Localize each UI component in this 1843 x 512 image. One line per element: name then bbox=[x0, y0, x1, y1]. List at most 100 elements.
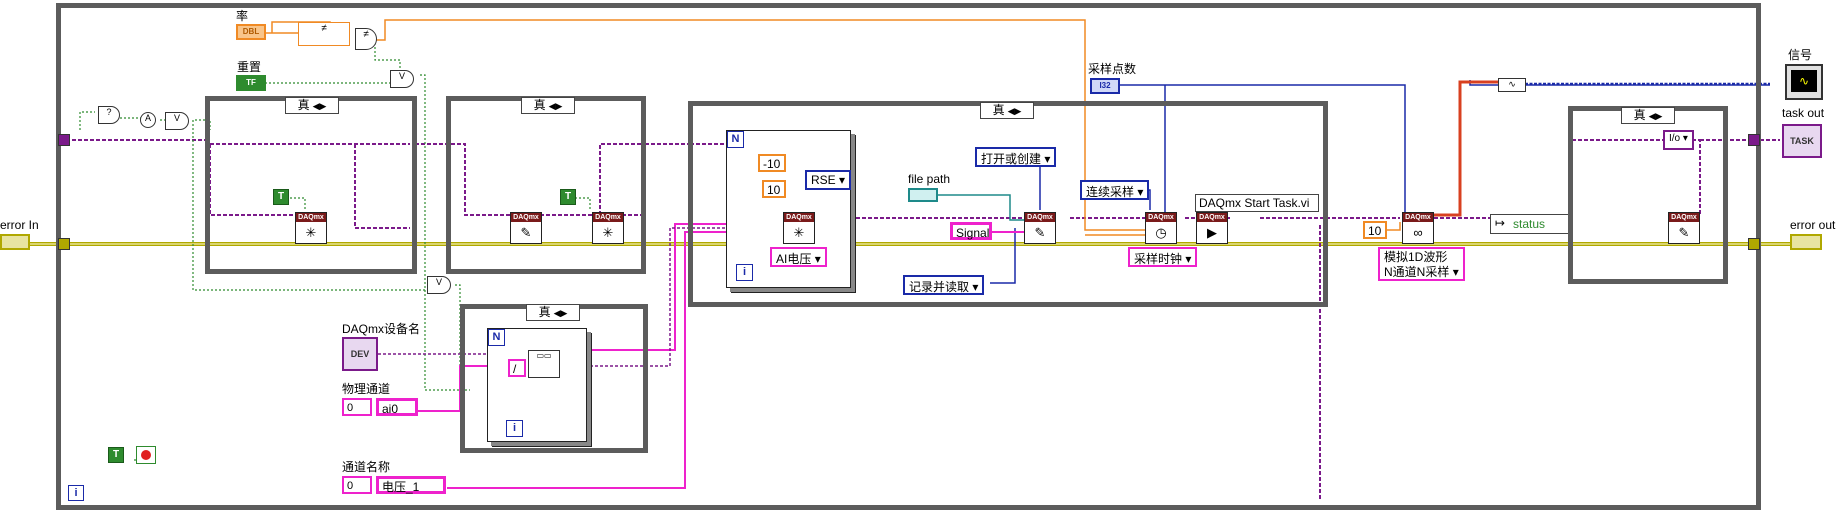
unbundle-status-node: ↦ status bbox=[1490, 214, 1572, 234]
case-selector-3-value: 真 bbox=[538, 305, 551, 319]
true-constant-2: T bbox=[560, 189, 576, 205]
physical-channel-index[interactable]: 0 bbox=[342, 398, 372, 416]
path-wire bbox=[938, 194, 1030, 221]
status-element: status bbox=[1513, 217, 1546, 231]
stop-true-constant: T bbox=[108, 447, 124, 463]
daqmx-create-virtual-channel-node[interactable]: DAQmx ✳ bbox=[783, 212, 815, 244]
rate-control[interactable]: DBL bbox=[236, 24, 266, 40]
case-selector-3-arrows: ◀▶ bbox=[553, 308, 568, 318]
open-or-create-value: 打开或创建 bbox=[981, 152, 1042, 166]
channel-name-label: 通道名称 bbox=[342, 460, 391, 474]
daqmx-header-3: DAQmx bbox=[593, 213, 623, 222]
signal-graph-indicator: ∿ bbox=[1785, 64, 1823, 100]
stop-condition-terminal bbox=[136, 446, 156, 464]
daqmx-create-channel-node-1[interactable]: DAQmx ✳ bbox=[295, 212, 327, 244]
daqmx-start-task-node[interactable]: DAQmx ▶ bbox=[1196, 212, 1228, 244]
log-and-read-value: 记录并读取 bbox=[909, 280, 970, 294]
signal-name-constant[interactable]: Signal bbox=[950, 222, 992, 240]
read-format-line2: N通道N采样 bbox=[1384, 265, 1450, 279]
case-selector-right[interactable]: 真◀▶ bbox=[1621, 107, 1675, 124]
unbundle-arrow-icon: ↦ bbox=[1495, 216, 1506, 230]
case-selector-3[interactable]: 真◀▶ bbox=[526, 304, 580, 321]
min-value-constant[interactable]: -10 bbox=[758, 154, 786, 172]
daqmx-header: DAQmx bbox=[296, 213, 326, 222]
stop-icon bbox=[141, 450, 151, 460]
daqmx-read-node[interactable]: DAQmx ∞ bbox=[1402, 212, 1434, 244]
and-icon: A bbox=[144, 113, 151, 123]
case-selector-1[interactable]: 真◀▶ bbox=[285, 97, 339, 114]
dropdown-arrow-icon-5: ▾ bbox=[1137, 185, 1144, 199]
channel-name-index[interactable]: 0 bbox=[342, 476, 372, 494]
sample-clock-polymorphic[interactable]: 采样时钟 ▾ bbox=[1128, 247, 1198, 267]
shift-register-error-left bbox=[58, 238, 70, 250]
daqmx-timing-node[interactable]: DAQmx ◷ bbox=[1145, 212, 1177, 244]
case-structure-2 bbox=[446, 96, 646, 274]
ai-voltage-value: AI电压 bbox=[776, 252, 812, 266]
daqmx-header-8: DAQmx bbox=[1403, 213, 1433, 222]
sample-count-control[interactable]: I32 bbox=[1090, 78, 1120, 94]
compare-node: ≠ bbox=[298, 22, 350, 46]
task-out-indicator: TASK bbox=[1782, 124, 1822, 158]
device-name-control[interactable]: DEV bbox=[342, 337, 378, 371]
waveform-convert-node: ∿ bbox=[1498, 78, 1526, 92]
clear-task-icon-right: ✎ bbox=[1678, 225, 1690, 240]
read-count-constant[interactable]: 10 bbox=[1363, 221, 1387, 239]
configure-logging-icon: ✎ bbox=[1034, 225, 1046, 240]
and-node: A bbox=[140, 112, 156, 128]
max-value-constant[interactable]: 10 bbox=[762, 180, 786, 198]
file-path-control[interactable] bbox=[908, 188, 938, 202]
error-out-label: error out bbox=[1790, 218, 1836, 232]
not-equal-node: ≠ bbox=[355, 28, 377, 50]
format-string-node: ▭▭ bbox=[528, 350, 560, 378]
dropdown-arrow-icon-8: ▾ bbox=[1682, 133, 1688, 144]
for-loop-channels bbox=[487, 328, 587, 442]
case-structure-right bbox=[1568, 106, 1728, 284]
or-icon-2: V bbox=[435, 277, 442, 287]
case-selector-main[interactable]: 真◀▶ bbox=[980, 102, 1034, 119]
case-selector-2[interactable]: 真◀▶ bbox=[521, 97, 575, 114]
start-task-vi-label-box: DAQmx Start Task.vi bbox=[1195, 194, 1319, 212]
timing-clock-icon: ◷ bbox=[1155, 225, 1167, 240]
signal-label: 信号 bbox=[1788, 48, 1813, 62]
waveform-icon: ∿ bbox=[1508, 79, 1516, 89]
error-out-indicator bbox=[1790, 234, 1822, 250]
compare-icon: ≠ bbox=[321, 23, 327, 34]
case-selector-main-value: 真 bbox=[992, 103, 1005, 117]
case-selector-1-value: 真 bbox=[297, 98, 310, 112]
file-path-label: file path bbox=[908, 172, 951, 186]
for-loop-count: N bbox=[488, 329, 505, 346]
case-selector-1-arrows: ◀▶ bbox=[312, 101, 327, 111]
first-call-node: ? bbox=[98, 106, 120, 124]
daqmx-header-6: DAQmx bbox=[1146, 213, 1176, 222]
daqmx-clear-task-node-right[interactable]: DAQmx ✎ bbox=[1668, 212, 1700, 244]
not-equal-icon: ≠ bbox=[363, 29, 369, 40]
read-format-polymorphic[interactable]: 模拟1D波形 N通道N采样 ▾ bbox=[1378, 247, 1465, 281]
read-format-line2-row: N通道N采样 ▾ bbox=[1384, 265, 1459, 280]
create-channel-icon: ✳ bbox=[793, 225, 805, 240]
device-name-label: DAQmx设备名 bbox=[342, 322, 421, 336]
reset-label: 重置 bbox=[237, 60, 262, 74]
channel-name-control[interactable]: 电压_1 bbox=[376, 476, 446, 494]
graph-icon: ∿ bbox=[1791, 70, 1817, 92]
reset-control[interactable]: TF bbox=[236, 75, 266, 91]
terminal-config-ring[interactable]: RSE ▾ bbox=[805, 170, 852, 190]
continuous-samples-ring[interactable]: 连续采样 ▾ bbox=[1080, 180, 1150, 200]
open-or-create-ring[interactable]: 打开或创建 ▾ bbox=[975, 147, 1057, 167]
first-call-icon: ? bbox=[106, 107, 112, 117]
ai-voltage-polymorphic[interactable]: AI电压 ▾ bbox=[770, 247, 827, 267]
daqmx-create-task-node-2[interactable]: DAQmx ✳ bbox=[592, 212, 624, 244]
io-constant[interactable]: I/o ▾ bbox=[1663, 130, 1694, 150]
dropdown-arrow-icon-2: ▾ bbox=[814, 252, 821, 266]
error-in-control[interactable] bbox=[0, 234, 30, 250]
daqmx-header-9: DAQmx bbox=[1669, 213, 1699, 222]
for-loop-index: i bbox=[506, 420, 523, 437]
physical-channel-control[interactable]: ai0 bbox=[376, 398, 418, 416]
log-and-read-ring[interactable]: 记录并读取 ▾ bbox=[903, 275, 985, 295]
daqmx-clear-task-node[interactable]: DAQmx ✎ bbox=[510, 212, 542, 244]
daqmx-configure-logging-node[interactable]: DAQmx ✎ bbox=[1024, 212, 1056, 244]
case-selector-right-arrows: ◀▶ bbox=[1648, 111, 1663, 121]
or-icon-3: V bbox=[173, 113, 180, 123]
loop-iteration-terminal: i bbox=[68, 485, 84, 501]
error-in-label: error In bbox=[0, 218, 39, 232]
create-task-icon-2: ✳ bbox=[602, 225, 614, 240]
